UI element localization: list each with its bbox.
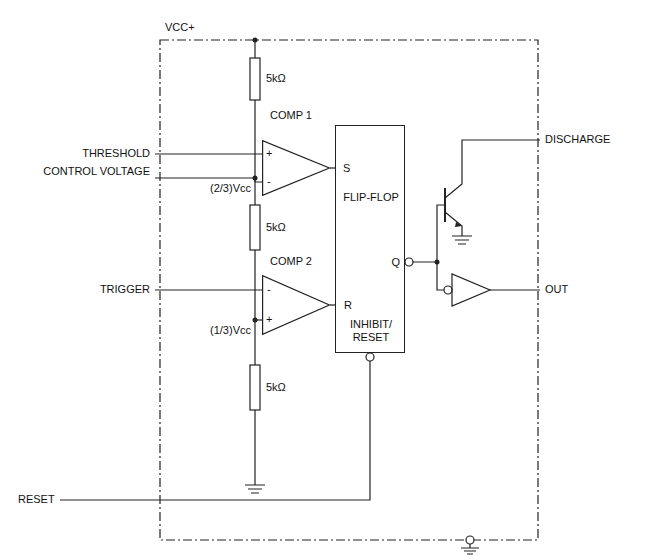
resistor-value: 5kΩ (266, 221, 286, 234)
comparator: COMP 1+- (262, 140, 330, 196)
node-text: FLIP-FLOP (343, 191, 399, 204)
threshold-wire (155, 153, 262, 154)
voltage-label: (1/3)Vcc (210, 324, 251, 337)
reset-wire (60, 361, 370, 500)
node-text: COMP 2 (270, 255, 312, 268)
out-wire (490, 289, 540, 290)
pin-circle (466, 536, 474, 544)
buffer-symbol (452, 274, 490, 306)
ground-symbol (452, 236, 472, 244)
transistor-base (444, 188, 446, 222)
divider-wire (254, 40, 255, 485)
resistor-symbol (250, 365, 260, 410)
junction-dot (253, 176, 258, 181)
inversion-bubble (366, 353, 374, 361)
resistor-value: 5kΩ (266, 72, 286, 85)
node-text: - (267, 175, 271, 188)
trigger-wire (155, 289, 262, 290)
voltage-label: (2/3)Vcc (210, 182, 251, 195)
pin-name: DISCHARGE (545, 133, 610, 146)
inversion-bubble (444, 286, 452, 294)
base-wire (413, 205, 445, 262)
comparator-triangle (263, 276, 330, 335)
pin-name: RESET (18, 493, 55, 506)
ground-symbol (245, 485, 265, 493)
junction-dot (435, 260, 440, 265)
supply-label: VCC+ (165, 21, 195, 34)
node-text: + (266, 147, 272, 160)
pin-name: CONTROL VOLTAGE (43, 165, 150, 178)
emitter-wire (445, 212, 462, 236)
collector-wire (445, 140, 540, 198)
comparator: COMP 2-+ (262, 275, 330, 335)
control-wire (155, 178, 262, 182)
ground-symbol (461, 544, 479, 554)
emitter-arrow (455, 222, 462, 227)
comparator-outline (262, 275, 330, 335)
junction-dot (253, 38, 258, 43)
resistor-symbol (250, 205, 260, 250)
comparator-triangle (263, 141, 330, 196)
pin-name: THRESHOLD (82, 147, 150, 160)
node-text: + (266, 313, 272, 326)
node-text: Q (391, 256, 400, 269)
pin-name: OUT (545, 283, 568, 296)
node-text: R (344, 299, 352, 312)
junction-dot (253, 318, 258, 323)
node-text: COMP 1 (270, 109, 312, 122)
out-wire (437, 262, 444, 290)
resistor-symbol (250, 58, 260, 100)
resistor-value: 5kΩ (266, 381, 286, 394)
node-text: INHIBIT/ RESET (340, 318, 402, 344)
flip-flop: S FLIP-FLOP Q R INHIBIT/ RESET (335, 125, 405, 353)
node-text: S (343, 162, 350, 175)
inversion-bubble (405, 258, 413, 266)
node-text: - (267, 283, 271, 296)
pin-name: TRIGGER (100, 283, 150, 296)
